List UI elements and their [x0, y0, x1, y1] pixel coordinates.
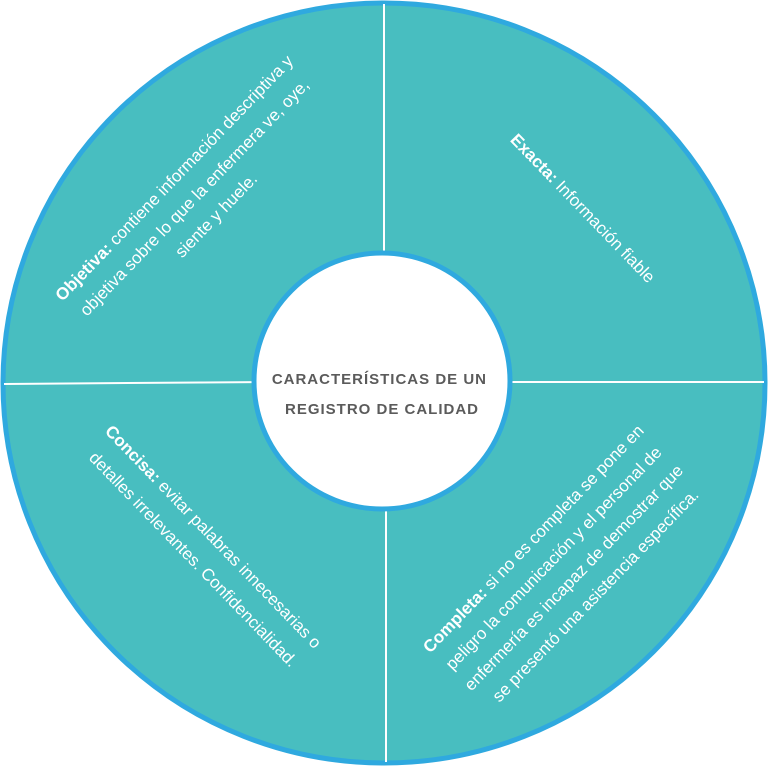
segment-exacta — [384, 2, 766, 383]
center-title-line2: REGISTRO DE CALIDAD — [285, 401, 479, 418]
divider-left — [3, 381, 266, 385]
segment-completa — [384, 383, 766, 764]
center-circle — [251, 250, 513, 512]
center-title-line1: CARACTERÍSTICAS DE UN — [272, 371, 487, 388]
segment-concisa — [2, 383, 384, 764]
segment-objetiva — [2, 2, 384, 383]
center-title: CARACTERÍSTICAS DE UN REGISTRO DE CALIDA… — [272, 371, 492, 418]
